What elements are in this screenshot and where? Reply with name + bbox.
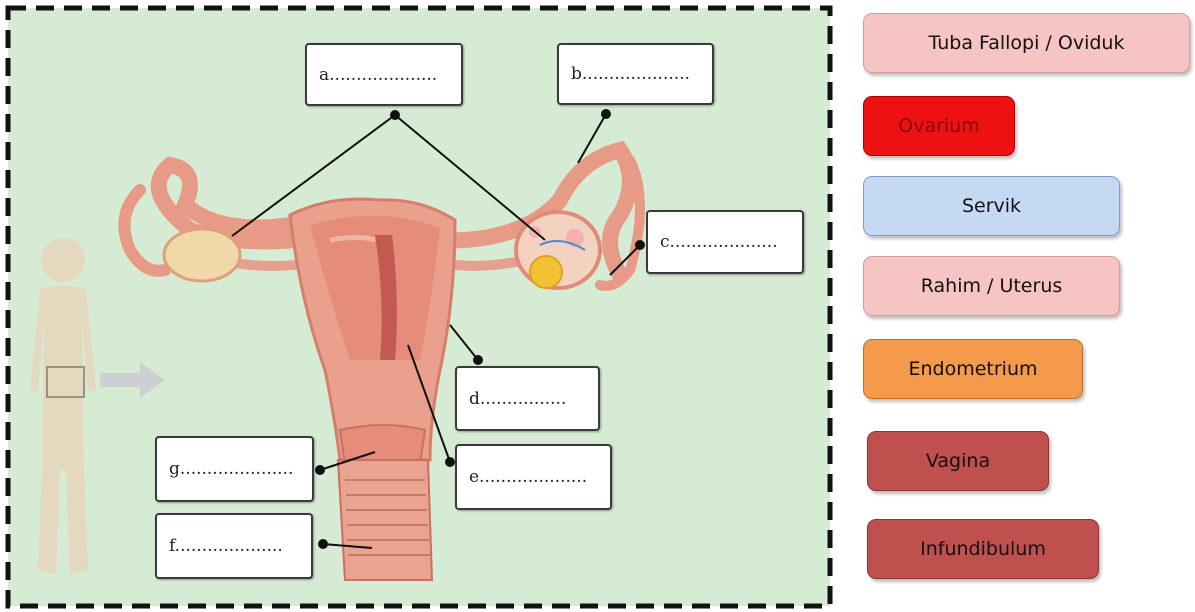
- blank-e[interactable]: e....................: [455, 444, 612, 510]
- chip-ovarium[interactable]: Ovarium: [863, 96, 1015, 156]
- chip-tuba-fallopi-oviduk[interactable]: Tuba Fallopi / Oviduk: [863, 13, 1190, 73]
- vagina: [338, 460, 432, 580]
- chip-endometrium[interactable]: Endometrium: [863, 339, 1083, 399]
- chip-vagina[interactable]: Vagina: [867, 431, 1049, 491]
- left-ovary: [164, 229, 240, 281]
- blank-f[interactable]: f....................: [155, 513, 313, 579]
- chip-rahim-uterus[interactable]: Rahim / Uterus: [863, 256, 1120, 316]
- blank-g[interactable]: g.....................: [155, 436, 314, 502]
- diagram-panel: a.................... b.................…: [0, 0, 835, 612]
- chip-infundibulum[interactable]: Infundibulum: [867, 519, 1099, 579]
- blank-c[interactable]: c....................: [646, 210, 804, 274]
- blank-a[interactable]: a....................: [305, 43, 463, 106]
- blank-b[interactable]: b....................: [557, 43, 714, 105]
- chip-servik[interactable]: Servik: [863, 176, 1120, 236]
- blank-d[interactable]: d................: [455, 366, 600, 431]
